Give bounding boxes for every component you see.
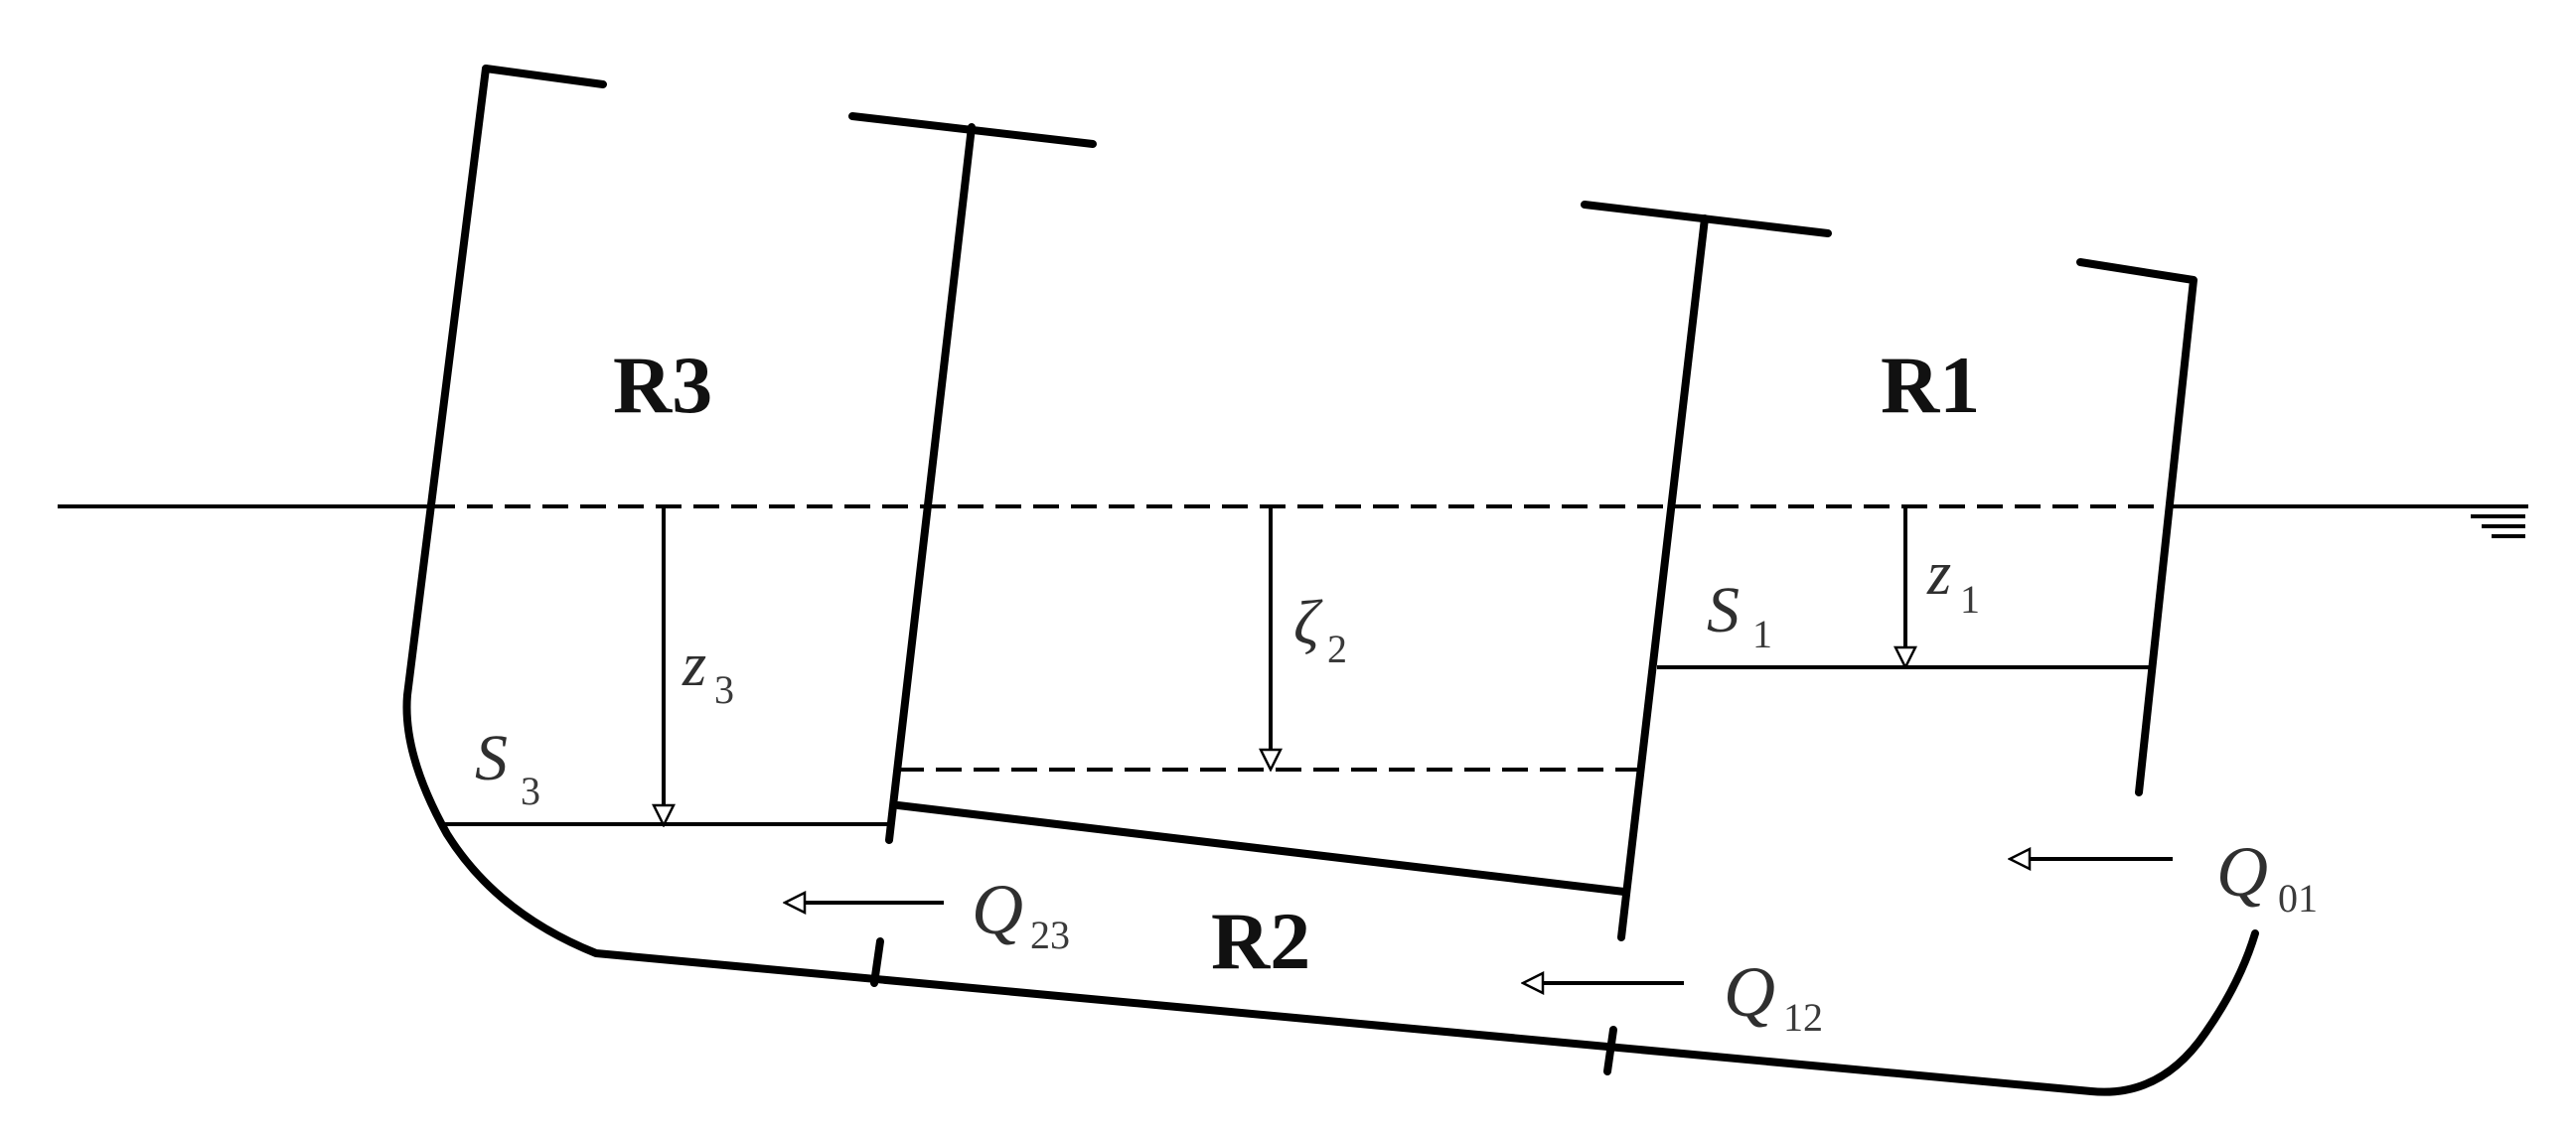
right-compartment-wall: [2076, 258, 2197, 796]
q23-symbol: Q: [972, 870, 1023, 949]
room-label-r2: R2: [1211, 896, 1310, 986]
q12-symbol: Q: [1724, 952, 1775, 1032]
q23-subscript: 23: [1030, 913, 1070, 957]
r2-deck-line: [894, 801, 1628, 896]
floor-stub-left: [870, 937, 884, 987]
z1-subscript: 1: [1960, 577, 1980, 622]
q12-subscript: 12: [1783, 995, 1823, 1040]
hull-outline: [402, 65, 2259, 1096]
top-left-bracket: [482, 65, 607, 88]
s3-subscript: 3: [521, 769, 540, 813]
q01-symbol: Q: [2216, 832, 2268, 912]
z3-symbol: z: [682, 632, 706, 699]
s3-symbol: S: [475, 722, 508, 794]
left-bulkhead: [885, 123, 976, 844]
z1-symbol: z: [1926, 540, 1951, 608]
z3-subscript: 3: [714, 667, 734, 712]
s1-symbol: S: [1707, 574, 1740, 646]
zeta2-symbol: ζ: [1293, 587, 1323, 657]
q01-subscript: 01: [2278, 876, 2318, 921]
s1-subscript: 1: [1752, 612, 1772, 656]
room-label-r3: R3: [613, 340, 712, 430]
floor-stub-right: [1603, 1026, 1617, 1075]
zeta2-subscript: 2: [1327, 627, 1347, 671]
right-bulkhead: [1617, 214, 1709, 941]
room-label-r1: R1: [1881, 340, 1980, 430]
